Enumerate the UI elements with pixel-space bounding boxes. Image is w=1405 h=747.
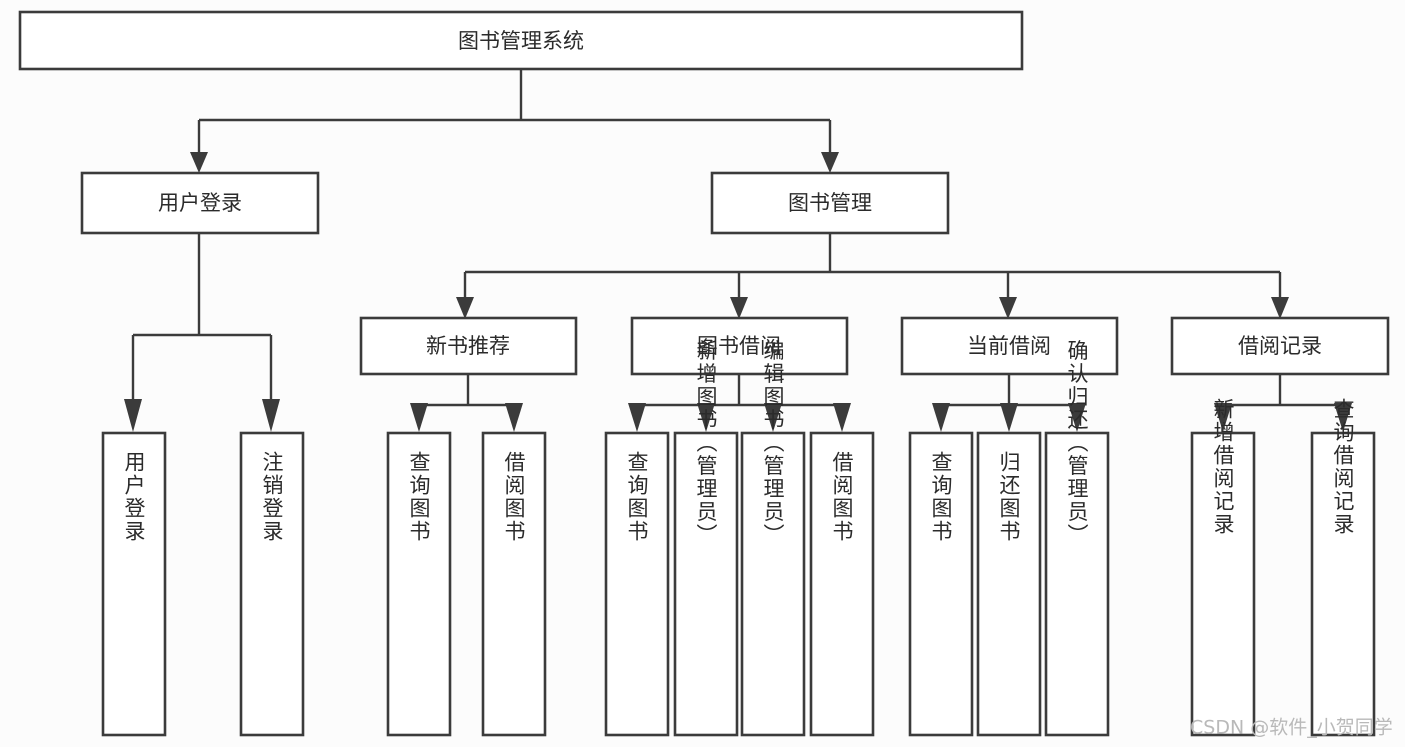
node-current-borrow-label: 当前借阅 (967, 334, 1051, 358)
arrowhead-book-management (821, 152, 839, 173)
node-leaf-query-record-label: 查询借阅记录 (1331, 398, 1355, 536)
node-leaf-query-book-3[interactable]: 查询图书 (908, 431, 974, 737)
arrowhead-new-book-recommend (456, 297, 474, 319)
arrowhead-leaf-add-book (697, 403, 715, 432)
arrowhead-leaf-add-record (1214, 403, 1232, 432)
node-book-management[interactable]: 图书管理 (710, 171, 950, 235)
node-leaf-add-record-label: 新增借阅记录 (1211, 398, 1235, 536)
node-leaf-return-book-label: 归还图书 (997, 451, 1021, 543)
arrowhead-leaf-borrow-book-1 (505, 403, 523, 432)
arrowhead-leaf-query-record (1334, 403, 1352, 432)
node-leaf-edit-book-label: 编辑图书（管理员） (761, 340, 785, 547)
node-leaf-add-book-label: 新增图书（管理员） (694, 340, 718, 547)
arrowhead-current-borrow (999, 297, 1017, 319)
node-leaf-borrow-book-2-label: 借阅图书 (830, 451, 854, 543)
node-current-borrow-box[interactable] (900, 316, 1119, 376)
node-book-borrow-box[interactable] (630, 316, 849, 376)
node-leaf-add-record-box[interactable] (1190, 431, 1256, 737)
node-leaf-query-record-box[interactable] (1310, 431, 1376, 737)
node-leaf-query-book-2[interactable]: 查询图书 (604, 431, 670, 737)
node-book-management-label: 图书管理 (788, 191, 872, 215)
node-leaf-query-book-1-label: 查询图书 (407, 451, 431, 543)
node-leaf-query-book-2-label: 查询图书 (625, 451, 649, 543)
node-current-borrow[interactable]: 当前借阅 (900, 316, 1119, 376)
arrowhead-leaf-user-login (124, 399, 142, 432)
arrowhead-leaf-borrow-book-2 (833, 403, 851, 432)
node-user-login-label: 用户登录 (158, 191, 242, 215)
node-root-label: 图书管理系统 (458, 29, 584, 53)
node-new-book-recommend-label: 新书推荐 (426, 334, 510, 358)
arrowhead-leaf-query-book-1 (410, 403, 428, 432)
node-leaf-return-book[interactable]: 归还图书 (976, 431, 1042, 737)
node-new-book-recommend[interactable]: 新书推荐 (359, 316, 578, 376)
arrowhead-leaf-query-book-2 (628, 403, 646, 432)
node-borrow-record-label: 借阅记录 (1238, 334, 1322, 358)
node-leaf-borrow-book-2-box[interactable] (809, 431, 875, 737)
node-root-box[interactable] (18, 10, 1024, 71)
node-leaf-query-book-3-box[interactable] (908, 431, 974, 737)
arrowhead-book-borrow (730, 297, 748, 319)
node-leaf-confirm-return-box[interactable] (1044, 431, 1110, 737)
node-leaf-edit-book[interactable]: 编辑图书（管理员） (740, 340, 806, 737)
node-user-login-box[interactable] (80, 171, 320, 235)
node-leaf-edit-book-box[interactable] (740, 431, 806, 737)
node-leaf-user-login-label: 用户登录 (122, 451, 146, 543)
node-leaf-query-book-3-label: 查询图书 (929, 451, 953, 543)
node-leaf-add-record[interactable]: 新增借阅记录 (1190, 398, 1256, 737)
node-leaf-borrow-book-1-box[interactable] (481, 431, 547, 737)
arrowhead-borrow-record (1271, 297, 1289, 319)
node-leaf-query-book-1-box[interactable] (386, 431, 452, 737)
node-leaf-query-book-2-box[interactable] (604, 431, 670, 737)
node-book-management-box[interactable] (710, 171, 950, 235)
node-book-borrow[interactable]: 图书借阅 (630, 316, 849, 376)
node-borrow-record-box[interactable] (1170, 316, 1390, 376)
node-root[interactable]: 图书管理系统 (18, 10, 1024, 71)
node-leaf-add-book-box[interactable] (673, 431, 739, 737)
node-book-borrow-label: 图书借阅 (697, 334, 781, 358)
node-leaf-borrow-book-2[interactable]: 借阅图书 (809, 431, 875, 737)
arrowhead-leaf-edit-book (764, 403, 782, 432)
node-leaf-confirm-return[interactable]: 确认归还（管理员） (1044, 340, 1110, 737)
node-leaf-user-login-box[interactable] (101, 431, 167, 737)
node-leaf-query-book-1[interactable]: 查询图书 (386, 431, 452, 737)
node-leaf-borrow-book-1-label: 借阅图书 (502, 451, 526, 543)
node-user-login[interactable]: 用户登录 (80, 171, 320, 235)
node-leaf-logout-login[interactable]: 注销登录 (239, 431, 305, 737)
node-leaf-return-book-box[interactable] (976, 431, 1042, 737)
node-leaf-user-login[interactable]: 用户登录 (101, 431, 167, 737)
arrowhead-user-login (190, 152, 208, 173)
node-new-book-recommend-box[interactable] (359, 316, 578, 376)
node-leaf-logout-login-box[interactable] (239, 431, 305, 737)
node-leaf-borrow-book-1[interactable]: 借阅图书 (481, 431, 547, 737)
node-borrow-record[interactable]: 借阅记录 (1170, 316, 1390, 376)
arrowhead-leaf-return-book (1000, 403, 1018, 432)
connector-layer (124, 69, 1352, 432)
arrowhead-leaf-logout-login (262, 399, 280, 432)
arrowhead-leaf-confirm-return (1068, 403, 1086, 432)
node-leaf-logout-login-label: 注销登录 (260, 451, 284, 543)
node-leaf-add-book[interactable]: 新增图书（管理员） (673, 340, 739, 737)
arrowhead-leaf-query-book-3 (932, 403, 950, 432)
node-leaf-query-record[interactable]: 查询借阅记录 (1310, 398, 1376, 737)
node-leaf-confirm-return-label: 确认归还（管理员） (1065, 340, 1089, 547)
